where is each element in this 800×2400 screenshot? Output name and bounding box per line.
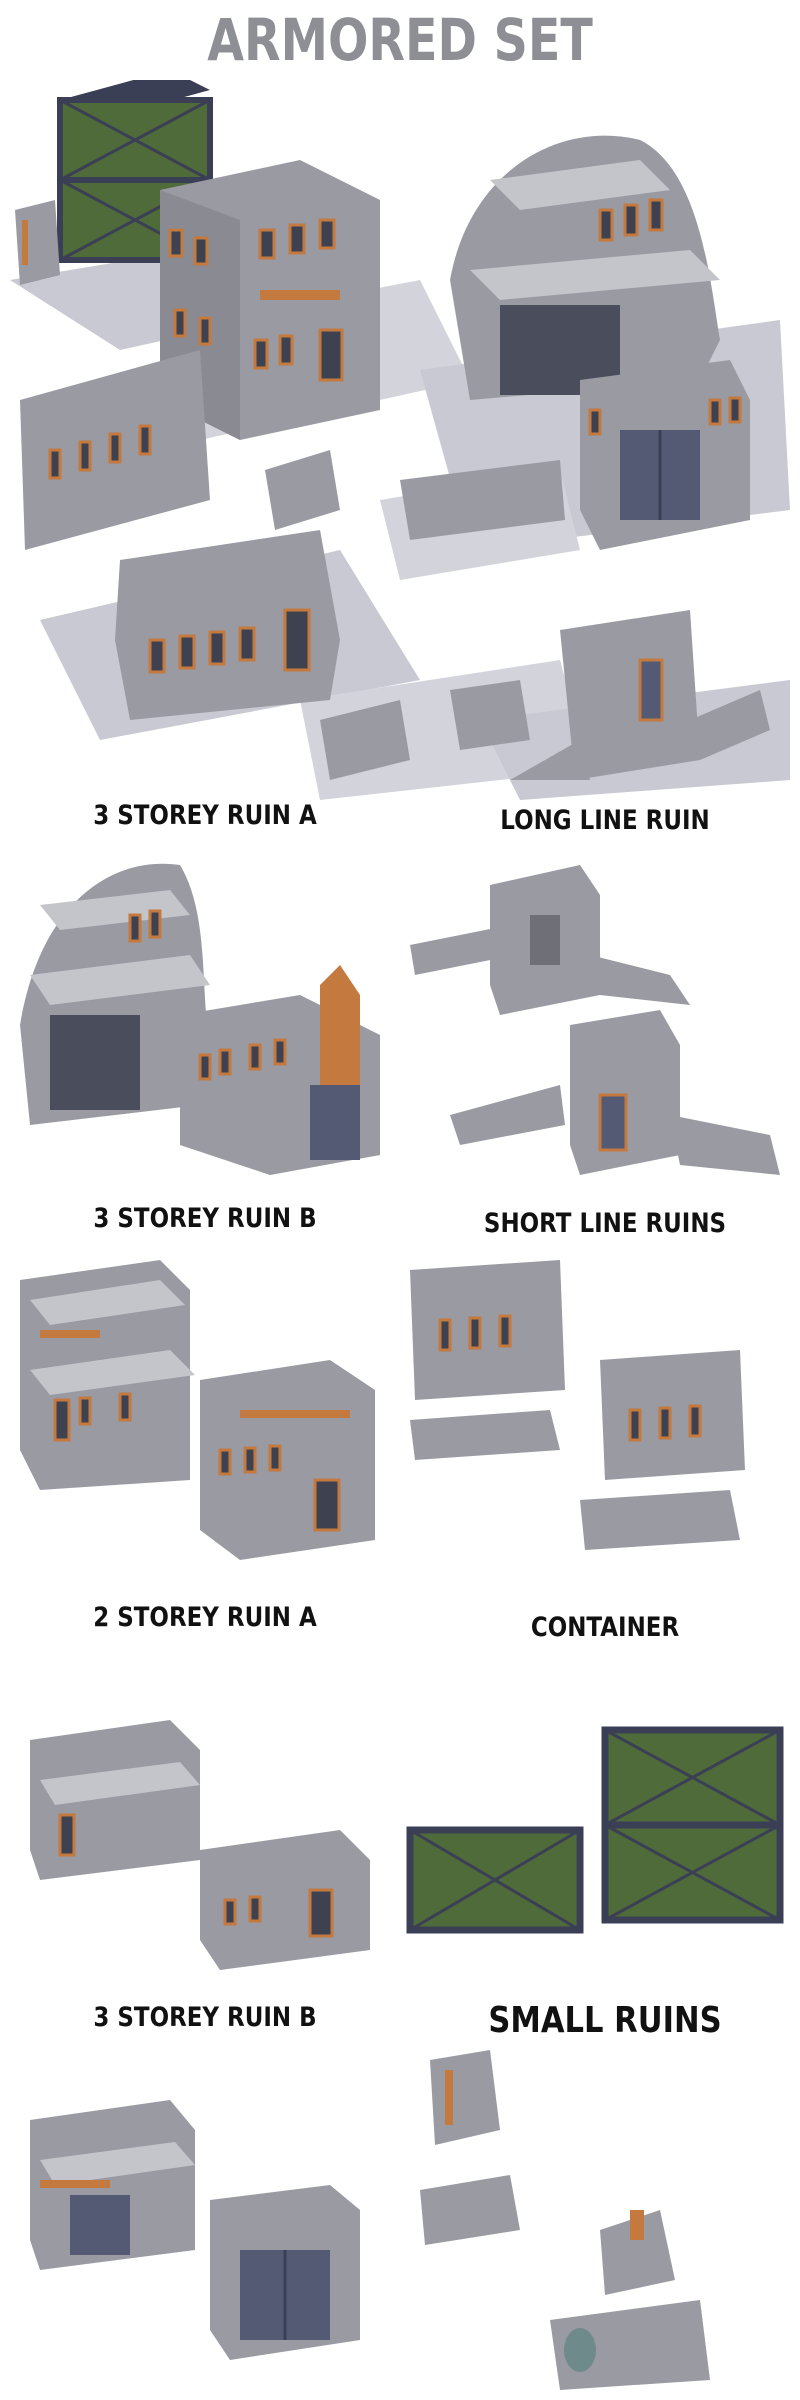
section-label-3-storey-ruin-b: 3 STOREY RUIN B [93, 1203, 317, 1234]
page-title: ARMORED SET [207, 6, 593, 74]
hero-container [57, 80, 213, 263]
image-2-storey-ruin-a [30, 1720, 370, 1970]
section-label-2-storey-ruin-a: 2 STOREY RUIN A [93, 1602, 317, 1633]
section-label-short-line-ruins: SHORT LINE RUINS [483, 1208, 727, 1239]
hero-scene-image [10, 80, 790, 800]
image-short-line-ruins [410, 1260, 745, 1550]
section-label-3-storey-ruin-a: 3 STOREY RUIN A [93, 800, 317, 831]
image-container [406, 1726, 784, 1934]
image-small-ruins [420, 2050, 710, 2390]
section-label-long-line-ruin: LONG LINE RUIN [500, 805, 710, 836]
section-label-small-ruins: SMALL RUINS [488, 2000, 722, 2041]
image-3-storey-ruin-b-2 [30, 2100, 360, 2360]
image-3-storey-ruin-b [20, 1260, 375, 1560]
image-long-line-ruin [410, 865, 780, 1175]
section-label-container: CONTAINER [530, 1612, 680, 1643]
section-label-3-storey-ruin-b-2: 3 STOREY RUIN B [93, 2002, 317, 2033]
image-3-storey-ruin-a [20, 863, 380, 1175]
